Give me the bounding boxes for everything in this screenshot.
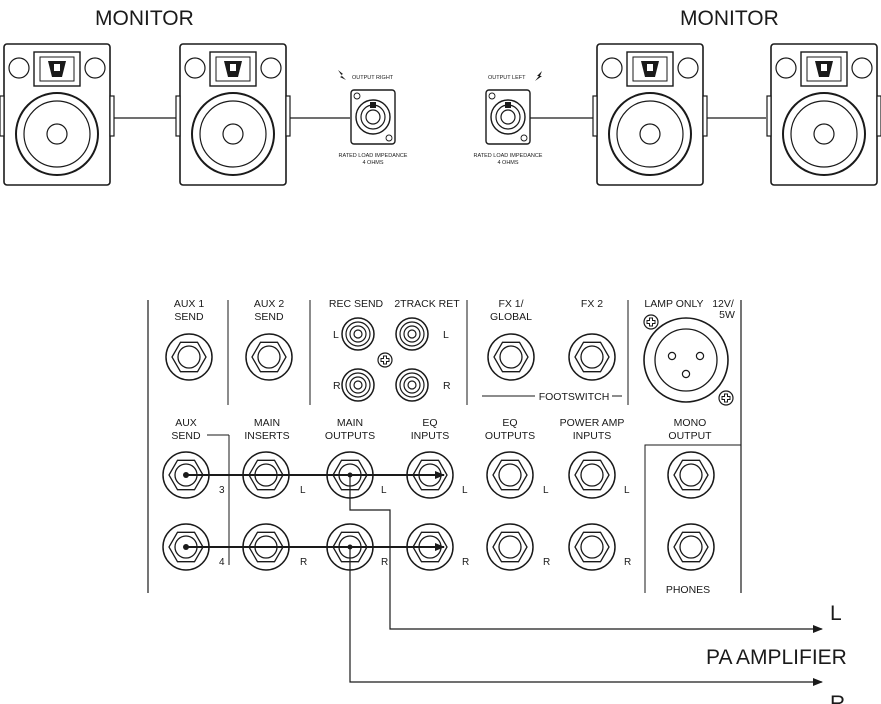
main-inserts-header: MAIN bbox=[254, 417, 280, 429]
monitor-left-title: MONITOR bbox=[95, 7, 194, 30]
impedance-label: RATED LOAD IMPEDANCE bbox=[474, 153, 543, 159]
pa-right-label: R bbox=[830, 692, 845, 704]
footswitch-label: FOOTSWITCH bbox=[539, 391, 610, 403]
impedance-label: RATED LOAD IMPEDANCE bbox=[339, 153, 408, 159]
channel-label: L bbox=[624, 485, 630, 496]
power-amp-input-r-jack bbox=[568, 523, 616, 571]
channel-label: R bbox=[300, 557, 307, 568]
channel-label: R bbox=[462, 557, 469, 568]
channel-label: L bbox=[381, 485, 387, 496]
rca-label: L bbox=[333, 329, 339, 341]
output-right-connector: OUTPUT RIGHT RATED LOAD IMPEDANCE 4 OHMS bbox=[338, 70, 408, 166]
aux1-send-label: AUX 1 bbox=[174, 298, 205, 310]
pa-amplifier-cables bbox=[347, 472, 823, 686]
2track-ret-r-jack bbox=[395, 368, 429, 402]
aux2-send-label: SEND bbox=[254, 311, 284, 323]
main-outputs-header: OUTPUTS bbox=[325, 430, 375, 442]
fx1-global-jack bbox=[487, 333, 535, 381]
rca-label: R bbox=[443, 380, 451, 392]
screw-icon bbox=[377, 352, 393, 368]
fx2-jack bbox=[568, 333, 616, 381]
eq-output-l-jack bbox=[486, 451, 534, 499]
lamp-voltage-label: 12V/ bbox=[712, 298, 734, 310]
impedance-value: 4 OHMS bbox=[362, 160, 383, 166]
power-amp-input-l-jack bbox=[568, 451, 616, 499]
mono-output-jack bbox=[667, 451, 715, 499]
phones-jack bbox=[667, 523, 715, 571]
monitor-speaker bbox=[175, 43, 291, 186]
lamp-voltage-label: 5W bbox=[719, 309, 735, 321]
fx2-label: FX 2 bbox=[581, 298, 603, 310]
mono-output-header: MONO bbox=[674, 417, 707, 429]
impedance-value: 4 OHMS bbox=[497, 160, 518, 166]
output-left-connector: OUTPUT LEFT RATED LOAD IMPEDANCE 4 OHMS bbox=[474, 71, 543, 166]
monitor-speaker bbox=[766, 43, 881, 186]
main-outputs-header: MAIN bbox=[337, 417, 363, 429]
jack-number-label: 3 bbox=[219, 485, 225, 496]
channel-label: R bbox=[381, 557, 388, 568]
power-amp-inputs-header: INPUTS bbox=[573, 430, 612, 442]
channel-label: L bbox=[543, 485, 549, 496]
patch-cables bbox=[183, 471, 445, 551]
channel-label: L bbox=[462, 485, 468, 496]
rec-send-l-jack bbox=[341, 317, 375, 351]
aux1-send-jack bbox=[165, 333, 213, 381]
jack-number-label: 4 bbox=[219, 557, 225, 568]
aux2-send-label: AUX 2 bbox=[254, 298, 285, 310]
pa-left-label: L bbox=[830, 602, 842, 625]
channel-label: L bbox=[300, 485, 306, 496]
aux2-send-jack bbox=[245, 333, 293, 381]
channel-label: R bbox=[543, 557, 550, 568]
pa-amplifier-label: PA AMPLIFIER bbox=[706, 646, 847, 669]
eq-outputs-header: EQ bbox=[502, 417, 517, 429]
fx1-global-label: GLOBAL bbox=[490, 311, 532, 323]
2track-ret-label: 2TRACK RET bbox=[394, 298, 460, 310]
eq-inputs-header: EQ bbox=[422, 417, 437, 429]
aux-send-header: AUX bbox=[175, 417, 197, 429]
monitor-speaker bbox=[592, 43, 708, 186]
lightning-icon bbox=[338, 70, 346, 80]
output-left-label: OUTPUT LEFT bbox=[488, 75, 526, 81]
power-amp-inputs-header: POWER AMP bbox=[560, 417, 625, 429]
aux1-send-label: SEND bbox=[174, 311, 204, 323]
channel-label: R bbox=[624, 557, 631, 568]
eq-outputs-header: OUTPUTS bbox=[485, 430, 535, 442]
phones-label: PHONES bbox=[666, 584, 710, 596]
eq-output-r-jack bbox=[486, 523, 534, 571]
rca-label: L bbox=[443, 329, 449, 341]
rear-panel: AUX 1 SEND AUX 2 SEND REC SEND 2TRACK RE… bbox=[147, 298, 742, 596]
fx1-global-label: FX 1/ bbox=[498, 298, 523, 310]
lightning-icon bbox=[535, 71, 542, 81]
rec-send-label: REC SEND bbox=[329, 298, 384, 310]
monitor-speaker bbox=[0, 43, 115, 186]
output-right-label: OUTPUT RIGHT bbox=[352, 75, 394, 81]
main-inserts-header: INSERTS bbox=[244, 430, 289, 442]
eq-inputs-header: INPUTS bbox=[411, 430, 450, 442]
monitor-right-title: MONITOR bbox=[680, 7, 779, 30]
rca-label: R bbox=[333, 380, 341, 392]
2track-ret-l-jack bbox=[395, 317, 429, 351]
mono-output-header: OUTPUT bbox=[668, 430, 712, 442]
lamp-xlr-socket bbox=[643, 314, 734, 406]
rec-send-r-jack bbox=[341, 368, 375, 402]
lamp-only-label: LAMP ONLY bbox=[644, 298, 703, 310]
aux-send-header: SEND bbox=[171, 430, 201, 442]
